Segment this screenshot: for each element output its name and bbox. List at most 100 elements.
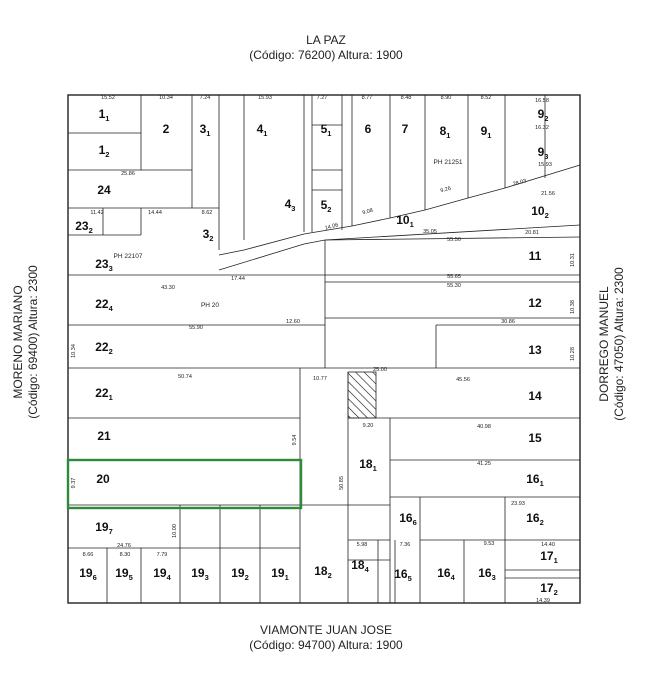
lot-label-16-4[interactable]: 164	[437, 566, 455, 582]
dimension-label: 10.31	[570, 253, 576, 267]
lot-label-9-2[interactable]: 92	[538, 107, 549, 123]
lot-label-16-1[interactable]: 161	[526, 472, 544, 488]
lot-label-10-2[interactable]: 102	[531, 204, 549, 220]
lot-label-19-6[interactable]: 196	[79, 566, 97, 582]
lot-label-9-1[interactable]: 91	[481, 124, 492, 140]
lot-label-7[interactable]: 7	[402, 122, 409, 136]
dimension-label: 16.58	[535, 98, 549, 104]
dimension-label: 9.54	[292, 435, 298, 446]
dimension-label: 14.44	[148, 210, 162, 216]
lot-label-5-1[interactable]: 51	[321, 122, 332, 138]
lot-label-19-3[interactable]: 193	[191, 566, 209, 582]
ph-label: PH 21251	[434, 159, 463, 166]
dimension-label: 10.34	[71, 344, 77, 358]
lot-label-3-1[interactable]: 31	[200, 122, 211, 138]
lot-label-12[interactable]: 12	[528, 296, 542, 310]
lot-label-16-5[interactable]: 165	[394, 567, 412, 583]
lot-label-5-2[interactable]: 52	[321, 198, 332, 214]
ph-label: PH 20	[201, 302, 219, 309]
lot-label-19-5[interactable]: 195	[115, 566, 133, 582]
lot-label-21[interactable]: 21	[97, 429, 111, 443]
dimension-label: 55.50	[447, 237, 461, 243]
street-info: (Código: 76200) Altura: 1900	[249, 48, 403, 62]
lot-label-16-2[interactable]: 162	[526, 511, 544, 527]
street-label-bottom: VIAMONTE JUAN JOSE (Código: 94700) Altur…	[0, 623, 652, 653]
lot-label-17-2[interactable]: 172	[540, 581, 558, 597]
dimension-label: 28.03	[512, 178, 527, 187]
lot-label-18-4[interactable]: 184	[351, 558, 369, 574]
lot-label-22-1[interactable]: 221	[95, 386, 113, 402]
dimension-label: 40.98	[477, 424, 491, 430]
dimension-label: 35.05	[423, 229, 437, 235]
lot-label-9-3[interactable]: 93	[538, 145, 549, 161]
lot-label-17-1[interactable]: 171	[540, 549, 558, 565]
lot-label-10-1[interactable]: 101	[396, 213, 414, 229]
dimension-label: 21.56	[541, 191, 555, 197]
lot-label-14[interactable]: 14	[528, 389, 542, 403]
dimension-label: 45.56	[456, 377, 470, 383]
dimension-label: 9.26	[440, 186, 452, 195]
dimension-label: 11.42	[90, 210, 103, 216]
lot-label-6[interactable]: 6	[365, 122, 372, 136]
dimension-label: 50.85	[339, 476, 345, 490]
dimension-label: 43.30	[161, 285, 175, 291]
dimension-label: 55.30	[447, 283, 461, 289]
dimension-label: 20.81	[525, 230, 539, 236]
lot-label-23-2[interactable]: 232	[75, 219, 93, 235]
lot-label-20[interactable]: 20	[96, 472, 110, 486]
dimension-label: 8.77	[362, 95, 373, 101]
lot-label-22-4[interactable]: 224	[95, 297, 113, 313]
dimension-label: 9.08	[362, 208, 374, 217]
lot-label-19-7[interactable]: 197	[95, 520, 113, 536]
dimension-label: 15.52	[101, 95, 115, 101]
dimension-label: 24.76	[117, 543, 131, 549]
lot-label-8-1[interactable]: 81	[440, 124, 451, 140]
dimension-label: 30.86	[501, 319, 515, 325]
lot-label-11[interactable]: 11	[529, 249, 542, 263]
hatched-area	[347, 371, 377, 419]
lot-label-22-2[interactable]: 222	[95, 340, 113, 356]
lot-label-3-2[interactable]: 32	[203, 227, 214, 243]
ph-label: PH 22107	[114, 253, 143, 260]
lot-label-16-6[interactable]: 166	[399, 511, 417, 527]
lot-label-16-3[interactable]: 163	[478, 566, 496, 582]
dimension-label: 8.48	[401, 95, 412, 101]
lot-label-2[interactable]: 2	[163, 122, 170, 136]
street-info: (Código: 94700) Altura: 1900	[249, 638, 403, 652]
selected-lot-highlight[interactable]	[66, 458, 303, 510]
lot-label-13[interactable]: 13	[528, 343, 542, 357]
dimension-label: 9.53	[484, 541, 495, 547]
lot-label-4-3[interactable]: 43	[285, 197, 296, 213]
dimension-label: 16.32	[535, 125, 549, 131]
dimension-label: 8.62	[202, 210, 213, 216]
dimension-label: 15.93	[538, 162, 552, 168]
dimension-label: 14.39	[536, 598, 550, 604]
lot-label-18-2[interactable]: 182	[314, 564, 332, 580]
dimension-label: 7.36	[400, 542, 411, 548]
dimension-label: 25.86	[121, 171, 135, 177]
dimension-label: 12.60	[286, 319, 300, 325]
lot-label-19-1[interactable]: 191	[271, 566, 289, 582]
lot-label-24[interactable]: 24	[97, 183, 111, 197]
dimension-label: 25.00	[373, 367, 387, 373]
street-label-top: LA PAZ (Código: 76200) Altura: 1900	[0, 33, 652, 63]
dimension-label: 8.66	[83, 552, 94, 558]
dimension-label: 8.90	[441, 95, 452, 101]
dimension-label: 55.65	[447, 274, 461, 280]
lot-label-19-2[interactable]: 192	[231, 566, 249, 582]
ph-labels: PH 21251 PH 22107 PH 20	[114, 159, 463, 309]
lot-label-18-1[interactable]: 181	[359, 457, 377, 473]
lot-label-1-1[interactable]: 11	[99, 107, 110, 123]
street-name: VIAMONTE JUAN JOSE	[259, 623, 393, 637]
dimension-label: 55.90	[189, 325, 203, 331]
dimension-label: 17.44	[231, 276, 245, 282]
dimension-label: 8.30	[120, 552, 131, 558]
lot-label-19-4[interactable]: 194	[153, 566, 171, 582]
lot-label-1-2[interactable]: 12	[99, 143, 110, 159]
parcel-lines	[67, 94, 581, 604]
lot-label-15[interactable]: 15	[528, 431, 542, 445]
lot-label-4-1[interactable]: 41	[257, 122, 268, 138]
lot-label-23-3[interactable]: 233	[95, 257, 113, 273]
